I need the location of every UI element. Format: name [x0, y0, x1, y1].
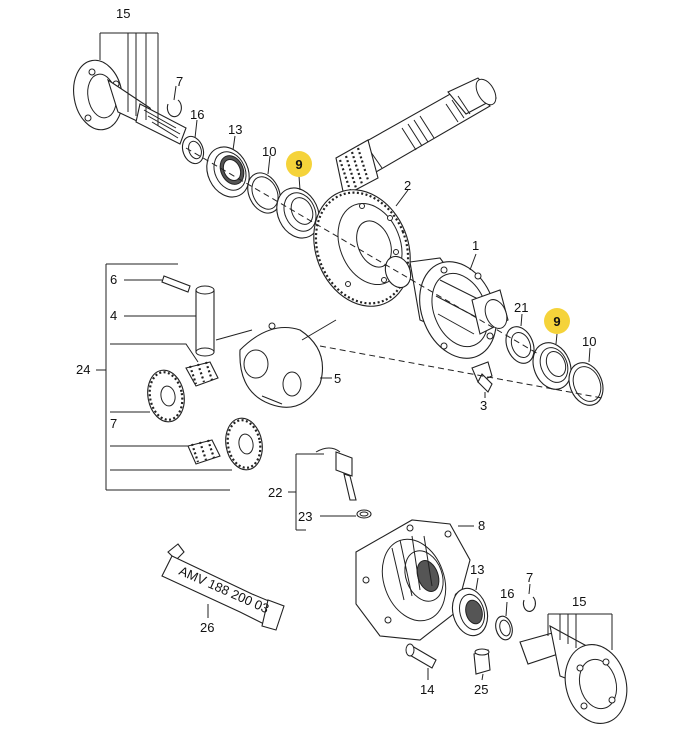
- axis-line-top: [185, 147, 541, 356]
- leader-25: [481, 673, 484, 681]
- callout-22-bracket: [288, 453, 324, 531]
- pinion-shaft-4[interactable]: [195, 285, 215, 357]
- shim-10-middle[interactable]: [563, 358, 609, 411]
- assembly-lines: [215, 319, 337, 341]
- callout-9-top: 9: [295, 157, 302, 172]
- ring-21[interactable]: [501, 323, 539, 368]
- callout-3: 3: [480, 398, 487, 413]
- leader-2: [395, 189, 409, 207]
- callout-7-left: 7: [110, 416, 117, 431]
- drive-flange-bottom[interactable]: [519, 624, 635, 730]
- callout-1: 1: [472, 238, 479, 253]
- callout-9-middle: 9: [553, 314, 560, 329]
- pinion-shaft[interactable]: [335, 76, 500, 197]
- callout-4: 4: [110, 308, 117, 323]
- o-ring-23[interactable]: [356, 509, 372, 519]
- callout-7-bottom: 7: [526, 570, 533, 585]
- bolt-14[interactable]: [405, 643, 437, 669]
- callout-13-top: 13: [228, 122, 242, 137]
- leader-16a: [194, 119, 198, 139]
- callout-16-bottom: 16: [500, 586, 514, 601]
- leader-10a: [267, 155, 271, 175]
- differential-housing[interactable]: [381, 250, 511, 370]
- callout-23: 23: [298, 509, 312, 524]
- callout-16-top: 16: [190, 107, 204, 122]
- drive-flange-top[interactable]: [68, 56, 187, 145]
- callout-9-middle-marker: 9: [544, 308, 570, 334]
- bevel-side-gear[interactable]: [144, 367, 188, 424]
- callout-21: 21: [514, 300, 528, 315]
- callout-15-bracket-top: [99, 32, 159, 126]
- planet-gear-small-top[interactable]: [185, 361, 219, 387]
- callout-25: 25: [474, 682, 488, 697]
- callout-10-middle: 10: [582, 334, 596, 349]
- callout-13-bottom: 13: [470, 562, 484, 577]
- leader-13b: [475, 577, 479, 591]
- callout-5: 5: [334, 371, 341, 386]
- callout-7-top: 7: [176, 74, 183, 89]
- oil-seal-13-bottom[interactable]: [447, 584, 492, 639]
- leader-10b: [588, 347, 591, 363]
- bevel-gear-bottom[interactable]: [222, 415, 266, 472]
- shim-10-top[interactable]: [242, 168, 287, 219]
- callout-15-bracket-bottom: [547, 613, 613, 650]
- callout-26: 26: [200, 620, 214, 635]
- leader-1: [469, 253, 477, 271]
- callout-24-bracket: [96, 263, 232, 491]
- leader-9a: [298, 175, 301, 191]
- bolt-3[interactable]: [471, 361, 493, 393]
- sealant-tube[interactable]: [161, 543, 285, 631]
- callout-10-top: 10: [262, 144, 276, 159]
- callout-9-top-marker: 9: [286, 151, 312, 177]
- gearbox-cover[interactable]: [355, 519, 471, 641]
- callout-15-bottom: 15: [572, 594, 586, 609]
- leader-16b: [505, 601, 508, 617]
- planet-gear-small-bottom[interactable]: [187, 439, 221, 465]
- thrust-washer-5[interactable]: [239, 322, 324, 408]
- callout-6: 6: [110, 272, 117, 287]
- pin-6[interactable]: [161, 275, 191, 293]
- circlip-bottom[interactable]: [522, 596, 536, 612]
- plug-25[interactable]: [473, 648, 491, 675]
- callout-15-top: 15: [116, 6, 130, 21]
- leader-9b: [555, 333, 558, 345]
- axis-line-middle: [319, 345, 603, 399]
- circlip-top[interactable]: [166, 99, 182, 118]
- tapered-bearing-9-top[interactable]: [269, 181, 327, 245]
- callout-24: 24: [76, 362, 90, 377]
- callout-2: 2: [404, 178, 411, 193]
- ring-16-bottom[interactable]: [493, 614, 515, 641]
- tapered-bearing-9-middle[interactable]: [526, 337, 577, 395]
- crown-wheel[interactable]: [297, 175, 427, 321]
- callout-8: 8: [478, 518, 485, 533]
- speed-sensor[interactable]: [315, 447, 357, 501]
- leader-13a: [232, 135, 236, 151]
- ring-16-top[interactable]: [179, 133, 207, 166]
- leader-7c: [528, 583, 531, 595]
- oil-seal-13-top[interactable]: [199, 140, 257, 204]
- leader-7a: [173, 85, 177, 101]
- callout-22: 22: [268, 485, 282, 500]
- leader-21: [520, 313, 523, 327]
- callout-14: 14: [420, 682, 434, 697]
